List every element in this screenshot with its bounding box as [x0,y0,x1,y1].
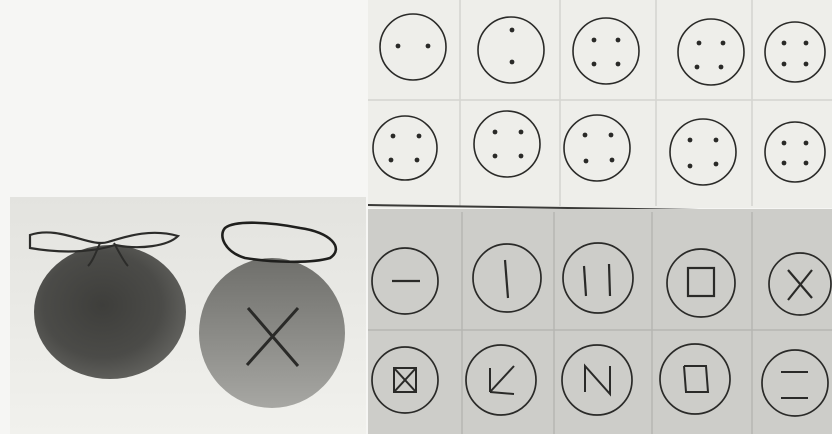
light-button [199,258,345,408]
button-photo [10,197,366,434]
hole-cards-panel [368,0,832,208]
hole-cards-top [368,0,832,212]
laced-cards-bottom [368,209,832,434]
dark-button [34,245,186,379]
